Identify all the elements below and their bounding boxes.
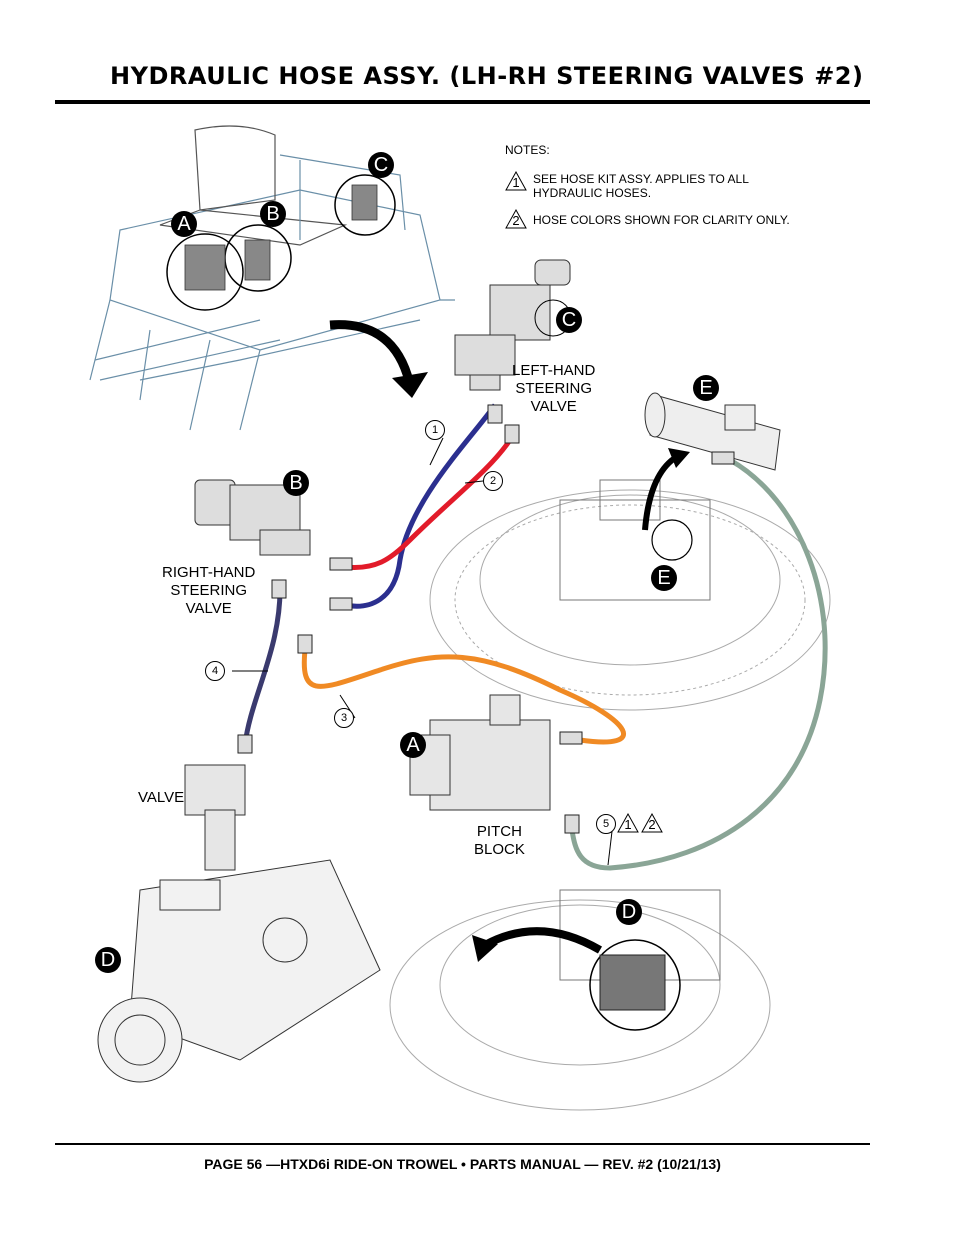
header-rule <box>55 100 870 104</box>
detail-circle-a <box>166 233 244 311</box>
note-item-1: 1 SEE HOSE KIT ASSY. APPLIES TO ALL HYDR… <box>505 171 790 200</box>
hose-4 <box>242 589 283 746</box>
right-hand-valve-illustration <box>194 479 311 556</box>
direction-arrow-1 <box>329 320 415 387</box>
callout-e-top: E <box>693 375 719 401</box>
hose-number-5: 5 <box>596 814 616 834</box>
hose-2 <box>344 438 513 571</box>
callout-a: A <box>400 732 426 758</box>
page-footer: PAGE 56 —HTXD6i RIDE-ON TROWEL • PARTS M… <box>204 1156 721 1172</box>
hose-number-1: 1 <box>425 420 445 440</box>
gearbox-illustration <box>97 859 381 1083</box>
pitch-block-label: PITCH BLOCK <box>474 823 525 858</box>
detail-circle-c <box>334 174 396 236</box>
seat-frame-illustration <box>89 125 455 431</box>
hose-number-4: 4 <box>205 661 225 681</box>
callout-c-top: C <box>368 152 394 178</box>
callout-b: B <box>283 470 309 496</box>
trowel-lower-illustration <box>389 889 771 1111</box>
notes-heading: NOTES: <box>505 143 550 157</box>
callout-b-top: B <box>260 201 286 227</box>
hose5-note-marker-1: 1 <box>617 813 639 833</box>
trowel-upper-illustration <box>429 479 831 711</box>
right-hand-valve-label: RIGHT-HAND STEERING VALVE <box>162 564 256 617</box>
left-hand-valve-label: LEFT-HAND STEERING VALVE <box>512 362 596 415</box>
pitch-block-illustration <box>409 694 551 811</box>
note-2-text: HOSE COLORS SHOWN FOR CLARITY ONLY. <box>533 213 790 227</box>
note-1-line-2: HYDRAULIC HOSES. <box>533 186 652 200</box>
valve-label: VALVE <box>138 789 185 806</box>
footer-rule <box>55 1143 870 1145</box>
callout-a-top: A <box>171 211 197 237</box>
valve-illustration <box>184 764 246 871</box>
hose-5 <box>569 457 828 871</box>
hose-number-3: 3 <box>334 708 354 728</box>
note-marker-1: 1 <box>505 171 527 191</box>
callout-c: C <box>556 307 582 333</box>
hose5-note-marker-2: 2 <box>641 813 663 833</box>
hose-3 <box>301 649 626 745</box>
hose-1 <box>344 403 498 609</box>
callout-d-right: D <box>616 899 642 925</box>
note-1-line-1: SEE HOSE KIT ASSY. APPLIES TO ALL <box>533 172 749 186</box>
direction-arrow-3 <box>483 927 603 954</box>
page-title: HYDRAULIC HOSE ASSY. (LH-RH STEERING VAL… <box>110 62 864 90</box>
component-e-illustration <box>644 392 781 471</box>
note-item-2: 2 HOSE COLORS SHOWN FOR CLARITY ONLY. <box>505 209 790 229</box>
callout-d-left: D <box>95 947 121 973</box>
note-marker-2: 2 <box>505 209 527 229</box>
callout-e: E <box>651 565 677 591</box>
hose-number-2: 2 <box>483 471 503 491</box>
detail-circle-d <box>589 939 681 1031</box>
notes-block: NOTES: 1 SEE HOSE KIT ASSY. APPLIES TO A… <box>505 143 790 229</box>
left-hand-valve-illustration <box>454 259 571 391</box>
